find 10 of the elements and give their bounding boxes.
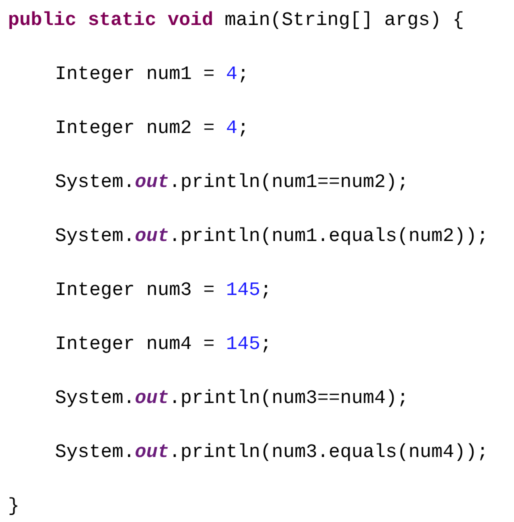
- code-line: Integer num3 = 145;: [55, 278, 272, 302]
- code-line: }: [8, 494, 20, 518]
- code-line: System.out.println(num1==num2);: [55, 170, 408, 194]
- code-line: System.out.println(num3.equals(num4));: [55, 440, 488, 464]
- code-line: System.out.println(num3==num4);: [55, 386, 408, 410]
- code-line: Integer num4 = 145;: [55, 332, 272, 356]
- code-line: public static void main(String[] args) {: [8, 8, 464, 32]
- code-line: System.out.println(num1.equals(num2));: [55, 224, 488, 248]
- code-line: Integer num1 = 4;: [55, 62, 249, 86]
- code-line: Integer num2 = 4;: [55, 116, 249, 140]
